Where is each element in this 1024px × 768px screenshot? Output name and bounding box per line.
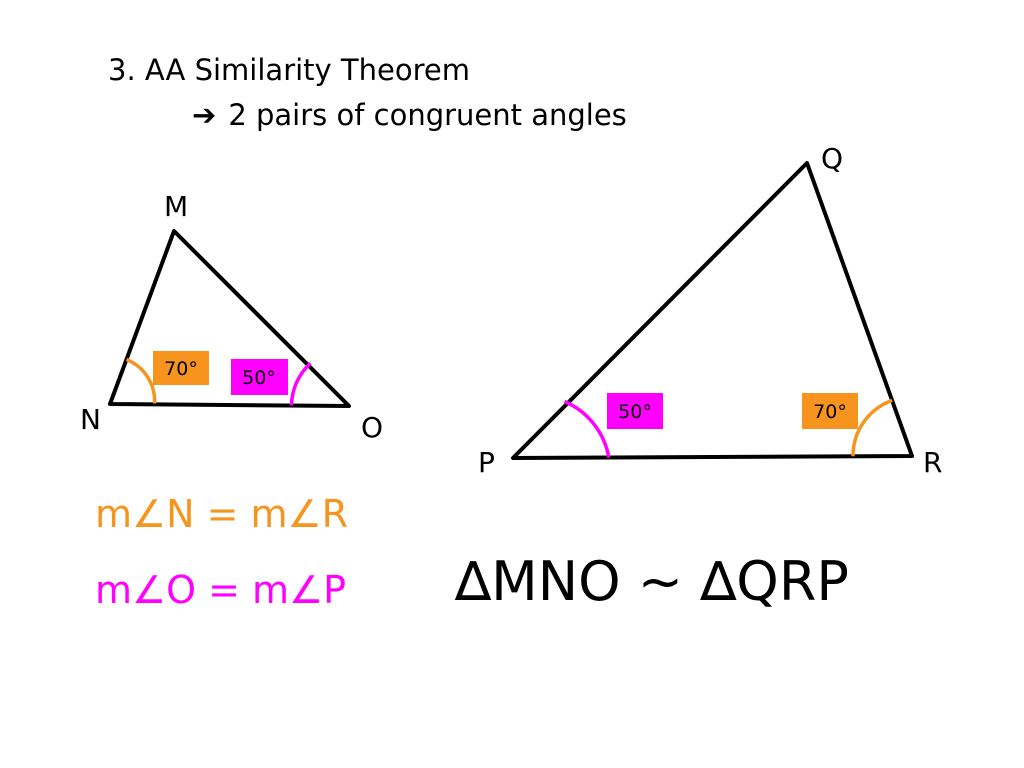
badge-o: 50° xyxy=(231,359,288,395)
angle-arc-o xyxy=(289,362,312,406)
badge-n: 70° xyxy=(153,351,209,385)
badge-p-box xyxy=(607,393,663,429)
badge-o-label: 50° xyxy=(242,367,276,389)
angle-arc-r xyxy=(851,398,893,457)
vertex-label-n: N xyxy=(80,403,101,436)
slide-title: 3. AA Similarity Theorem xyxy=(108,53,470,87)
vertex-label-q: Q xyxy=(821,142,843,175)
vertex-label-p: P xyxy=(478,446,495,479)
arrow-icon: ➔ xyxy=(192,98,217,132)
badge-p: 50° xyxy=(607,393,663,429)
angle-arc-p xyxy=(563,399,611,458)
equation-angle-n-r: m∠N = m∠R xyxy=(95,492,348,536)
triangle-qrp-outline xyxy=(511,161,914,460)
badge-n-label: 70° xyxy=(164,358,198,380)
badge-r-box xyxy=(802,393,858,429)
badge-r-label: 70° xyxy=(813,401,847,423)
triangle-mno-outline xyxy=(108,229,351,408)
vertex-label-r: R xyxy=(923,446,942,479)
angle-arc-n xyxy=(125,357,157,404)
vertex-label-m: M xyxy=(164,190,188,223)
triangle-mno: 70° 50° M N O xyxy=(80,190,383,444)
badge-o-box xyxy=(231,359,288,395)
equation-angle-o-p: m∠O = m∠P xyxy=(95,568,346,612)
badge-p-label: 50° xyxy=(618,401,652,423)
similarity-statement: ∆MNO ~ ∆QRP xyxy=(455,550,849,613)
subtitle-text: 2 pairs of congruent angles xyxy=(228,98,627,132)
badge-r: 70° xyxy=(802,393,858,429)
triangle-qrp: 50° 70° Q P R xyxy=(478,142,942,479)
vertex-label-o: O xyxy=(361,411,383,444)
slide-subtitle: ➔ 2 pairs of congruent angles xyxy=(192,95,627,135)
badge-n-box xyxy=(153,351,209,385)
